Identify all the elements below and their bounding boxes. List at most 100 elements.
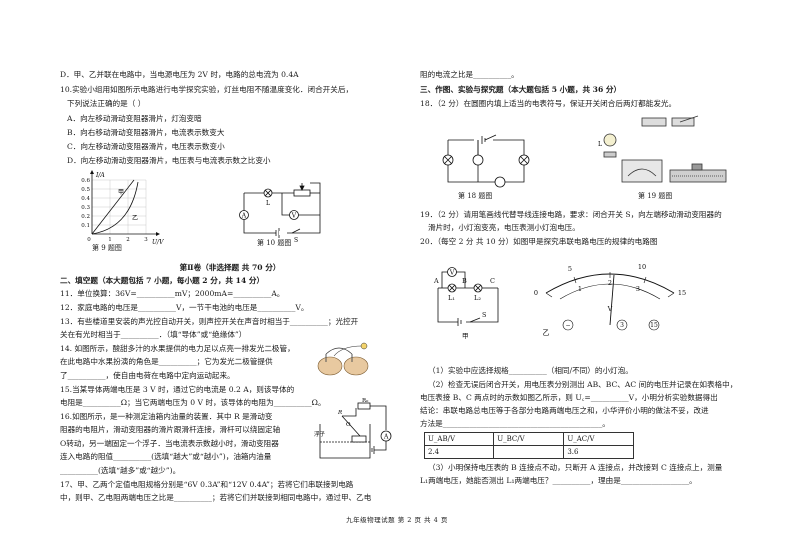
part-2-title: 二、填空题（本大题包括 7 小题，每小题 2 分，共 14 分） xyxy=(60,276,265,285)
q14-line2: 在此电路中水果扮演的角色是__________；它为发光二极管提供 xyxy=(60,357,273,366)
fig19-battery xyxy=(641,117,667,127)
page-footer: 九年级物理试题 第 2 页 共 4 页 xyxy=(346,516,448,524)
fig9-xtick: 3 xyxy=(144,237,148,243)
fig20-scale-15: 15 xyxy=(678,289,686,297)
q11: 11．单位换算：36V=__________mV；2000mA=________… xyxy=(60,289,285,298)
q20-stem: 20．（每空 2 分 共 10 分）如图甲是探究串联电路电压的规律的电路图 xyxy=(420,237,658,246)
fig16-float-label: 浮子 xyxy=(314,430,326,438)
fig16-rheo-label: R xyxy=(337,410,342,416)
fig9-ytick: 0.5 xyxy=(81,187,90,193)
fig20-terminal-neg xyxy=(562,319,574,331)
fig18-caption: 第 18 题图 xyxy=(458,192,493,200)
fig20-dial-unit: V xyxy=(607,305,613,313)
fig19-lamp-label: L xyxy=(598,141,602,148)
fig16-meter-label: A xyxy=(383,434,389,441)
fig16-r0-label: R₀ xyxy=(362,398,369,404)
fig16-pivot-label: O xyxy=(346,422,351,428)
fig20-terminal-label: − xyxy=(565,322,570,329)
q17-line1: 17、甲、乙两个定值电阻规格分别是“6V 0.3A”和“12V 0.4A”；若将… xyxy=(60,480,354,489)
fig9-curve-yi-label: 乙 xyxy=(132,215,138,222)
fig20-l2-label: L₂ xyxy=(474,294,481,302)
fig9-curve-yi xyxy=(91,181,139,235)
q20-1: （1）实验中应选择规格__________（相同/不同）的小灯泡。 xyxy=(428,366,633,375)
table-header-cell: U_AB/V xyxy=(423,432,495,446)
q10-option-d: D．向左移动滑动变阻器滑片，电压表与电流表示数之比变小 xyxy=(67,156,271,165)
fig9-caption: 第 9 题图 xyxy=(92,244,122,252)
table-cell: 2.4 xyxy=(423,445,495,459)
q14-line3: 了__________，使自由电荷在电路中定向运动起来。 xyxy=(60,371,235,380)
fig10-rheostat xyxy=(293,189,311,197)
fig20-jia-label: 甲 xyxy=(462,332,469,340)
q10-stem: 10.实验小组用如图所示电路进行电学探究实验，灯丝电阻不随温度变化．闭合开关后， xyxy=(60,85,354,94)
q20-3-line2: L₁两端电压，她能否测出 L₁两端电压？__________，理由是______… xyxy=(420,476,697,485)
fig20-scale-inner: 3 xyxy=(636,285,640,293)
fig20-yi-dial: 0 5 10 15 1 2 3 V − 3 15 乙 xyxy=(534,263,686,337)
fig19-voltmeter xyxy=(621,159,663,183)
fig19-bulb xyxy=(603,133,617,147)
table-header-cell: U_AC/V xyxy=(563,432,634,446)
fig9-xtick: 2 xyxy=(126,237,130,243)
fig9-ytick: 0.4 xyxy=(81,196,90,202)
table-cell xyxy=(493,445,565,459)
q15-line2: 电阻是__________Ω；当它两端电压为 0 V 时，该导体的电阻为____… xyxy=(60,398,326,407)
fig9-curve-jia-label: 甲 xyxy=(118,189,124,196)
q13-line2: 关在有光时相当于__________．（填“导体”或“绝缘体”） xyxy=(60,330,247,339)
q16-line1: 16.如图所示，是一种测定油箱内油量的装置．其中 R 是滑动变 xyxy=(60,412,273,421)
fig20-scale-5: 5 xyxy=(568,265,572,273)
q19-line1: 19．（2 分）请用笔画线代替导线连接电路，要求：闭合开关 S，向左端移动滑动变… xyxy=(420,210,722,219)
fig9-ytick: 0.1 xyxy=(81,223,90,229)
q18: 18．（2 分）在圆圈内填上适当的电表符号，保证开关闭合后两灯都能发光。 xyxy=(420,99,677,108)
fig9-y-axis-label: I/A xyxy=(95,172,105,179)
q19-line2: 滑片时，小灯泡变亮，电压表测小灯泡电压。 xyxy=(428,223,580,232)
fig16-oil-gauge: R₀ A R O 浮子 xyxy=(314,398,392,459)
q17-continued: 阻的电流之比是__________。 xyxy=(420,70,519,79)
q12: 12．家庭电路的电压是__________V，一节干电池的电压是________… xyxy=(60,303,309,312)
q17-line2: 中，则甲、乙电阻两端电压之比是__________；若将它们并联接到相同电路中，… xyxy=(60,493,372,502)
fig20-terminal-15 xyxy=(648,319,660,331)
q10-option-b: B．向右移动滑动变阻器滑片，电流表示数变大 xyxy=(67,128,225,137)
fig10-circuit: A V L S xyxy=(239,182,321,244)
fig10-lamp-label: L xyxy=(266,200,270,207)
fig19-apparatus: L xyxy=(598,115,727,183)
q16-line2: 阻器的电阻片，滑动变阻器的滑片跟滑杆连接，滑杆可以绕固定轴 xyxy=(60,425,281,434)
q15-line1: 15.当某导体两端电压是 3 V 时，通过它的电流是 0.2 A，则该导体的 xyxy=(60,385,295,394)
fig20-dial-needle xyxy=(609,274,615,326)
fig9-ytick: 0.3 xyxy=(81,205,90,211)
fig20-jia-circuit: V A B C L₁ L₂ S 甲 xyxy=(433,267,499,340)
q20-2-line2: 电压表接 B、C 两点时的示数如图乙所示，则 U꜀=__________V，小明… xyxy=(420,393,718,402)
q16-line4: 连入电路的阻值__________(选填“越大”或“越小”)，油箱内油量 xyxy=(60,452,272,461)
fig10-switch-label: S xyxy=(294,237,298,244)
fig9-curve-jia xyxy=(91,179,135,235)
fig14-fruit-battery xyxy=(317,342,369,376)
fig10-ammeter xyxy=(239,210,249,220)
fig20-point-b: B xyxy=(462,277,467,285)
q20-2-line1: （2）检查无误后闭合开关，用电压表分别测出 AB、BC、AC 间的电压并记录在如… xyxy=(428,380,738,389)
q20-3-line1: （3）小明保持电压表的 B 连接点不动，只断开 A 连接点，并改接到 C 连接点… xyxy=(428,463,723,472)
fig20-scale-0: 0 xyxy=(534,289,538,297)
fig20-scale-inner: 2 xyxy=(608,279,612,287)
right-column: 阻的电流之比是__________。 三、作图、实验与探究题（本大题包括 5 小… xyxy=(400,0,794,514)
fig20-yi-label: 乙 xyxy=(543,329,550,337)
fig20-voltmeter-label: V xyxy=(449,268,455,276)
fig20-terminal-label: 15 xyxy=(650,322,658,329)
fig20-scale-10: 10 xyxy=(638,263,646,271)
fig20-switch-label: S xyxy=(482,311,486,319)
left-column: D．甲、乙并联在电路中，当电源电压为 2V 时，电路的总电流为 0.4A 10.… xyxy=(0,0,400,514)
fig9-x-axis-label: U/V xyxy=(152,239,164,246)
fig20-terminal-3 xyxy=(616,319,628,331)
fig10-voltmeter-label: V xyxy=(291,212,297,219)
q10-option-a: A．向左移动滑动变阻器滑片，灯泡变暗 xyxy=(67,114,202,123)
q16-line5: __________(选填“越多”或“越少”)。 xyxy=(60,466,181,475)
fig18-meter-circle-2 xyxy=(494,176,506,188)
q20-2-line3: 结论：串联电路总电压等于各部分电路两端电压之和，小华评价小明的做法不妥，改进 xyxy=(420,406,709,415)
q14-line1: 14. 如图所示，酸甜多汁的水果提供的电力足以点亮一排发光二极管， xyxy=(60,344,295,353)
fig9-ytick: 0.6 xyxy=(81,178,90,184)
table-row: 2.4 3.6 xyxy=(423,445,634,459)
fig9-iu-graph: 0.6 0.5 0.4 0.3 0.2 0.1 0 1 2 3 I/A U/V … xyxy=(81,170,164,246)
fig18-meter-circle xyxy=(472,154,484,166)
q16-line3: O转动，另一端固定一个浮子．当电流表示数越小时，滑动变阻器 xyxy=(60,439,279,448)
part-3-title: 三、作图、实验与探究题（本大题包括 5 小题，共 36 分） xyxy=(420,85,622,94)
q10-option-c: C．向左移动滑动变阻器滑片，电压表示数变小 xyxy=(67,142,225,151)
section-2-title: 第Ⅱ卷（非选择题 共 70 分） xyxy=(179,263,281,272)
table-header-cell: U_BC/V xyxy=(493,432,565,446)
